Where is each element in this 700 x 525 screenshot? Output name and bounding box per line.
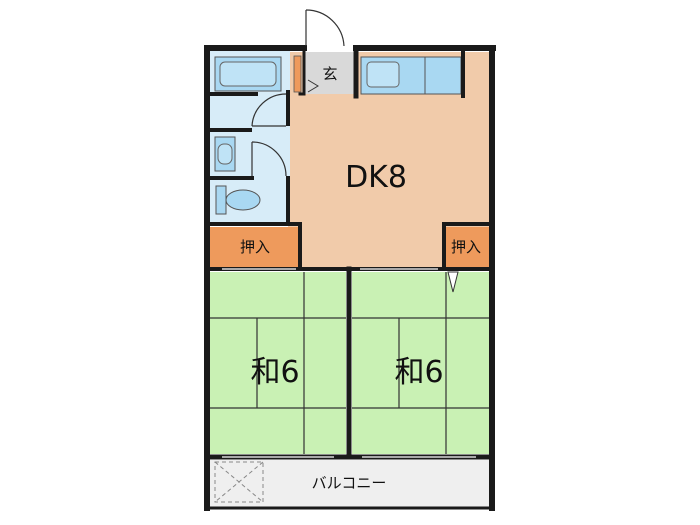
closet-left-floor bbox=[210, 227, 300, 267]
bathtub-inner bbox=[219, 61, 277, 87]
toilet-door bbox=[251, 141, 287, 177]
washitsu-left-floor bbox=[210, 272, 346, 454]
bathroom-door bbox=[251, 93, 287, 127]
toilet-tank bbox=[215, 185, 227, 215]
entrance-step-marker bbox=[307, 79, 319, 93]
label-dk: DK8 bbox=[345, 160, 407, 195]
kitchen-sink bbox=[366, 61, 400, 88]
closet-right-marker bbox=[447, 271, 459, 293]
toilet-bowl bbox=[225, 189, 261, 211]
shoe-cabinet bbox=[293, 55, 302, 93]
label-closet-left: 押入 bbox=[240, 238, 270, 256]
label-closet-right: 押入 bbox=[451, 238, 481, 256]
entrance-floor bbox=[304, 52, 356, 94]
front-door bbox=[305, 9, 345, 47]
washbasin-bowl bbox=[217, 143, 233, 165]
label-washitsu-left: 和6 bbox=[250, 355, 299, 390]
tatami-lines-right bbox=[352, 272, 489, 454]
tatami-lines-left bbox=[210, 272, 346, 454]
closet-right-floor bbox=[444, 227, 489, 267]
balcony-storage-box bbox=[214, 461, 264, 503]
washitsu-right-floor bbox=[352, 272, 489, 454]
label-washitsu-right: 和6 bbox=[394, 355, 443, 390]
label-balcony: バルコニー bbox=[312, 474, 387, 492]
label-entrance: 玄 bbox=[322, 65, 337, 83]
